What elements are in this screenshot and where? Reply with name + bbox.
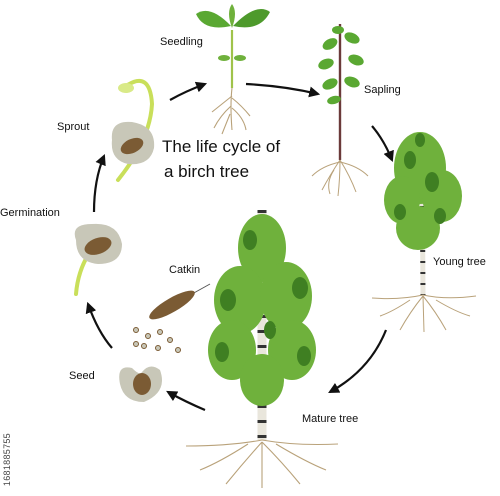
- arrow-sapling-to-young-tree: [371, 125, 394, 163]
- young-tree-illustration: [371, 132, 477, 333]
- arrow-germination-to-sprout: [92, 153, 106, 213]
- label-seedling: Seedling: [160, 36, 203, 48]
- label-young-tree: Young tree: [433, 256, 486, 268]
- arrow-sprout-to-seedling: [169, 81, 208, 101]
- arrow-seed-to-germination: [85, 301, 113, 349]
- label-germination: Germination: [0, 207, 60, 219]
- seed-illustration: [119, 366, 162, 402]
- arrow-seedling-to-sapling: [245, 82, 321, 98]
- seedling-illustration: [196, 4, 270, 135]
- catkin-illustration: [133, 283, 211, 353]
- stock-id-watermark: 1681885755: [2, 432, 12, 486]
- diagram-title: The life cycle of a birch tree: [162, 134, 280, 184]
- label-seed: Seed: [69, 370, 95, 382]
- label-catkin: Catkin: [169, 264, 201, 276]
- mature-tree-illustration: [185, 210, 339, 488]
- sprout-illustration: [111, 79, 155, 182]
- germination-illustration: [74, 223, 122, 296]
- title-line-1: The life cycle of: [162, 137, 281, 156]
- arrow-mature-tree-to-seed: [166, 390, 206, 412]
- label-mature-tree: Mature tree: [302, 413, 359, 425]
- arrow-young-tree-to-mature-tree: [328, 329, 388, 394]
- label-sapling: Sapling: [364, 84, 401, 96]
- cycle-arrows: [85, 81, 394, 412]
- sapling-illustration: [311, 24, 369, 197]
- label-sprout: Sprout: [57, 121, 90, 133]
- title-line-2: a birch tree: [164, 162, 250, 181]
